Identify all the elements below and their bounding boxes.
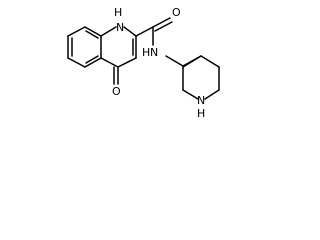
atom-label-o-ketone: O [112,85,121,98]
methylene-linker [165,55,202,67]
atom-label-h-piperidine: H [197,107,205,120]
atom-labels: N H O O N H N H [112,6,205,120]
atom-label-h-amide: H [142,46,150,59]
ketone-bond [113,66,119,85]
atom-label-h-quinolone: H [114,6,122,19]
atom-label-n-quinolone: N [116,21,124,34]
atom-label-o-amide: O [172,6,181,19]
atom-label-n-piperidine: N [197,94,205,107]
pyridinone-ring [100,26,137,68]
benzene-ring [67,26,102,68]
chemical-structure-diagram: N H O O N H N H [67,6,220,120]
amide-bonds [135,17,173,46]
structure-canvas: N H O O N H N H [67,6,220,120]
piperidine-ring [182,55,220,100]
atom-label-n-amide: N [150,46,158,59]
